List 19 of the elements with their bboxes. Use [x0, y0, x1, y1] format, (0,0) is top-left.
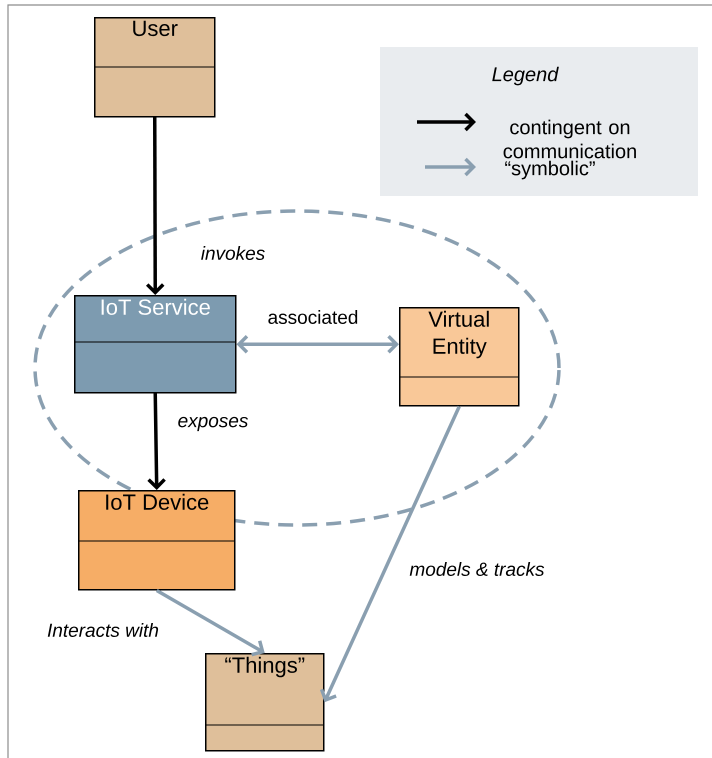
- class-box: IoT Device: [78, 490, 236, 590]
- class-box: IoT Service: [74, 295, 236, 394]
- arrow: [147, 393, 166, 490]
- dashed-ellipse: [33, 209, 561, 527]
- edge-label: invokes: [200, 245, 266, 261]
- legend-text: contingent on communication: [504, 120, 636, 158]
- arrow: [236, 335, 399, 354]
- arrow: [320, 406, 461, 702]
- legend-text: “symbolic”: [505, 160, 595, 180]
- edge-label: models & tracks: [408, 561, 546, 577]
- class-box: Virtual Entity: [398, 307, 520, 406]
- legend-title: Legend: [492, 66, 559, 86]
- arrow: [156, 588, 265, 656]
- class-box: “Things”: [204, 653, 324, 752]
- edge-label: Interacts with: [46, 622, 160, 638]
- arrow: [146, 118, 164, 295]
- class-box: User: [94, 17, 216, 118]
- edge-label: exposes: [176, 416, 250, 432]
- edge-label: associated: [266, 309, 360, 325]
